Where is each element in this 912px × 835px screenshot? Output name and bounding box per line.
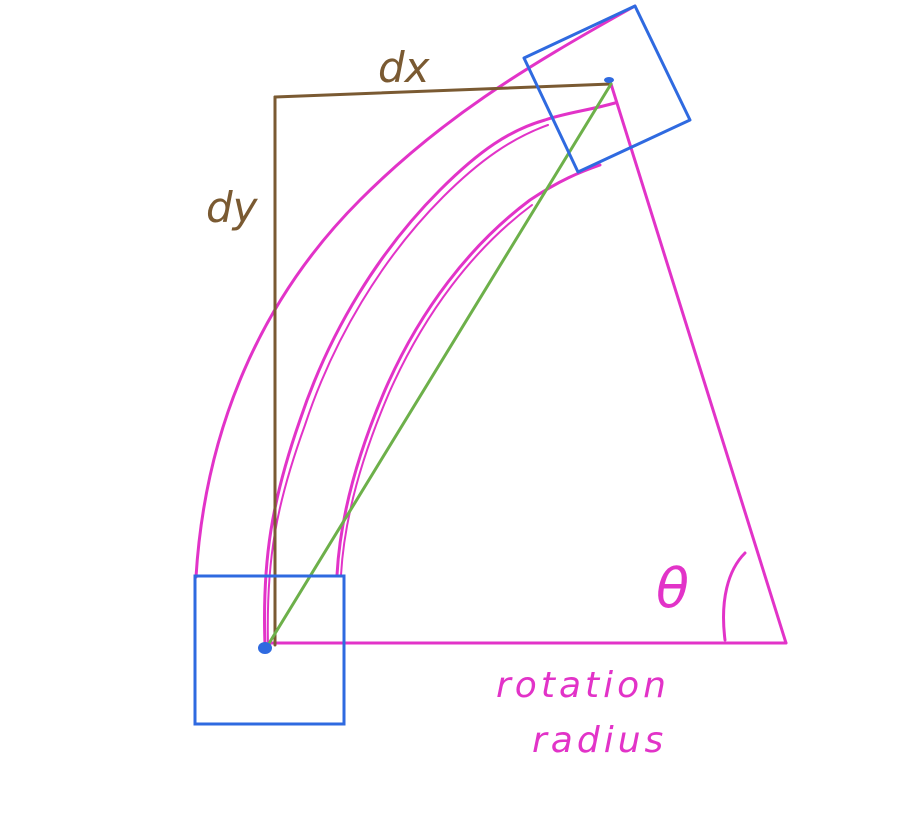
dx-line — [273, 82, 613, 99]
diagonal-line — [266, 82, 613, 647]
rotation-label: rotation — [496, 665, 670, 706]
radius-label: radius — [532, 720, 667, 761]
inner-arc-left-2 — [266, 124, 549, 646]
inner-arc-right-2 — [340, 204, 533, 576]
end-square — [522, 4, 692, 174]
start-point — [258, 642, 272, 654]
inner-arc-right — [335, 163, 602, 577]
sector-side-line — [609, 82, 788, 645]
theta-label: θ — [656, 557, 689, 620]
dy-label: dy — [206, 183, 259, 232]
theta-angle-arc — [722, 551, 747, 642]
end-point — [604, 77, 614, 83]
start-square — [193, 574, 346, 726]
dx-label: dx — [378, 43, 431, 92]
outer-arc — [194, 4, 637, 579]
